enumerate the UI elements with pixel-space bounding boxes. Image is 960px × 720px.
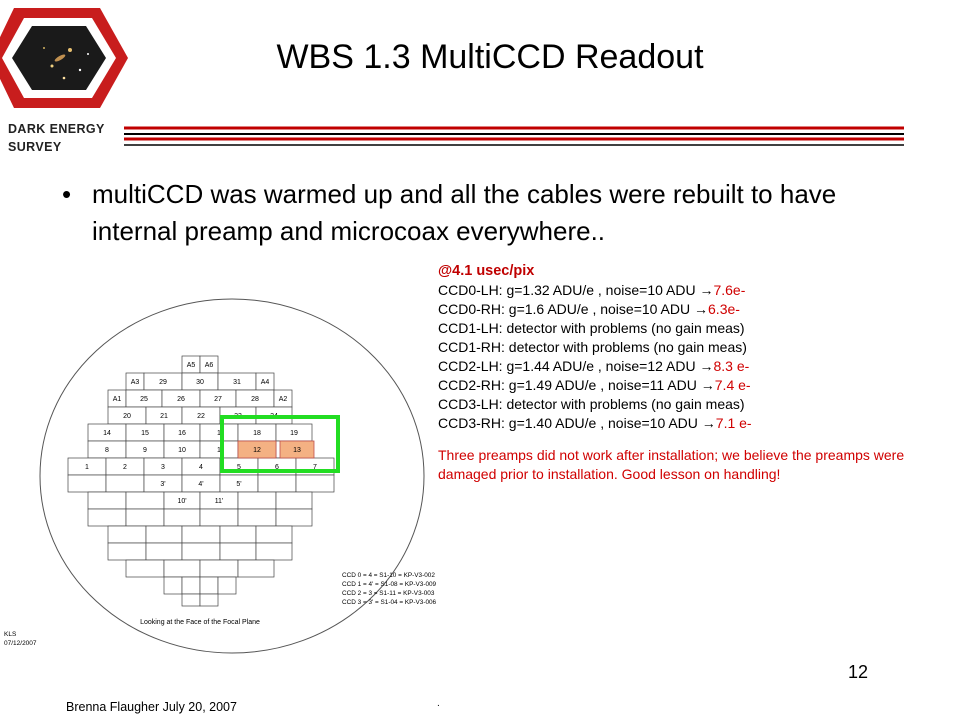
ccd-label: A4 [261,379,270,386]
footer-author-date: Brenna Flaugher July 20, 2007 [66,700,237,714]
info-row: CCD0-LH: g=1.32 ADU/e , noise=10 ADU →7.… [438,281,908,300]
ccd-label: 31 [233,379,241,386]
ccd-label: 28 [251,396,259,403]
info-row-label: CCD3-RH: g=1.40 ADU/e , noise=10 ADU [438,415,702,431]
legend-line: CCD 3 = 3' = S1-04 = KP-V3-006 [342,599,437,606]
arrow-right-icon: → [699,282,714,298]
arrow-right-icon: → [694,301,709,317]
ccd-label: 25 [140,396,148,403]
legend-line: CCD 1 = 4' = S1-08 = KP-V3-009 [342,581,437,588]
ccd-label: A2 [279,396,288,403]
info-row-result: 7.1 e- [715,415,752,431]
ccd-label: 18 [253,430,261,437]
ccd-12-highlight [237,440,277,459]
kls-stamp: KLS 07/12/2007 [4,631,37,647]
info-heading: @4.1 usec/pix [438,263,535,279]
ccd-label: 9 [143,447,147,454]
ccd-label: 11' [215,498,224,505]
info-row: CCD3-RH: g=1.40 ADU/e , noise=10 ADU →7.… [438,414,908,433]
info-row: CCD0-RH: g=1.6 ADU/e , noise=10 ADU →6.3… [438,300,908,319]
kls-date: 07/12/2007 [4,640,37,647]
info-row-result: 7.6e- [713,282,746,298]
info-row-result: 7.4 e- [714,377,751,393]
info-row-result: 6.3e- [708,301,740,317]
focal-plane-diagram: A5 A6 A3 29 30 31 A4 A1 25 26 27 28 A2 2… [4,298,437,654]
ccd-label: 13 [293,447,301,454]
ccd-label: 10 [178,447,186,454]
arrow-right-icon: → [700,377,715,393]
legend-line: CCD 2 = 3 = S1-11 = KP-V3-003 [342,590,435,597]
dark-energy-survey-logo: DARK ENERGY SURVEY [0,0,130,160]
title-rules [124,126,904,146]
ccd-label: A5 [187,362,196,369]
ccd-label: 1 [217,430,221,437]
legend-line: CCD 0 = 4 = S1-10 = KP-V3-002 [342,572,435,579]
ccd-legend: CCD 0 = 4 = S1-10 = KP-V3-002 CCD 1 = 4'… [342,572,437,606]
info-row-label: CCD2-LH: g=1.44 ADU/e , noise=12 ADU [438,358,700,374]
bullet-text: multiCCD was warmed up and all the cable… [92,179,837,246]
ccd-label: 30 [196,379,204,386]
ccd-label: A1 [113,396,122,403]
preamp-note: Three preamps did not work after install… [438,447,905,482]
ccd-label: 20 [123,413,131,420]
logo-line-1: DARK ENERGY [8,122,105,136]
ccd-label: 19 [290,430,298,437]
ccd-label: 3 [161,464,165,471]
info-row-label: CCD0-LH: g=1.32 ADU/e , noise=10 ADU [438,282,700,298]
info-row-label: CCD3-LH: detector with problems (no gain… [438,396,745,412]
ccd-label: 29 [159,379,167,386]
ccd-label: A6 [205,362,214,369]
measurement-info: @4.1 usec/pix CCD0-LH: g=1.32 ADU/e , no… [438,262,908,484]
ccd-label: 1 [217,447,221,454]
ccd-label: 14 [103,430,111,437]
ccd-label: 4' [198,481,203,488]
info-row: CCD3-LH: detector with problems (no gain… [438,395,908,414]
info-row-result: 8.3 e- [713,358,750,374]
bottom-mark: . [437,698,440,709]
ccd-label: 5' [236,481,241,488]
logo-line-2: SURVEY [8,140,62,154]
slide-title: WBS 1.3 MultiCCD Readout [276,38,704,76]
ccd-label: 1 [85,464,89,471]
info-row-label: CCD1-LH: detector with problems (no gain… [438,320,745,336]
readout-ccds-highlight-box [220,415,340,473]
info-row: CCD1-RH: detector with problems (no gain… [438,338,908,357]
arrow-right-icon: → [699,358,714,374]
ccd-label: 10' [177,498,186,505]
ccd-label: 27 [214,396,222,403]
ccd-label: 15 [141,430,149,437]
ccd-label: 16 [178,430,186,437]
ccd-label: 26 [177,396,185,403]
ccd-label: 7 [313,464,317,471]
ccd-label: 22 [197,413,205,420]
ccd-label: 8 [105,447,109,454]
ccd-label: 4 [199,464,203,471]
ccd-label: 2 [123,464,127,471]
info-row: CCD2-LH: g=1.44 ADU/e , noise=12 ADU →8.… [438,357,908,376]
arrow-right-icon: → [701,415,716,431]
focal-plane-caption: Looking at the Face of the Focal Plane [140,619,260,626]
info-row-label: CCD1-RH: detector with problems (no gain… [438,339,747,355]
info-row-label: CCD0-RH: g=1.6 ADU/e , noise=10 ADU [438,301,695,317]
focal-plane-circle [39,298,425,654]
bullet-symbol: • [62,179,72,209]
info-row-label: CCD2-RH: g=1.49 ADU/e , noise=11 ADU [438,377,701,393]
des-hexagon-logo-icon [0,8,128,108]
ccd-label: 21 [160,413,168,420]
info-row: CCD2-RH: g=1.49 ADU/e , noise=11 ADU →7.… [438,376,908,395]
page-number: 12 [848,662,869,682]
kls-name: KLS [4,631,17,638]
ccd-13-highlight [279,440,315,459]
ccd-label: 5 [237,464,241,471]
ccd-label: 6 [275,464,279,471]
ccd-labels: A5 A6 A3 29 30 31 A4 A1 25 26 27 28 A2 2… [85,362,317,505]
ccd-label: 3' [160,481,165,488]
ccd-label: 12 [253,447,261,454]
info-row: CCD1-LH: detector with problems (no gain… [438,319,908,338]
ccd-label: A3 [131,379,140,386]
